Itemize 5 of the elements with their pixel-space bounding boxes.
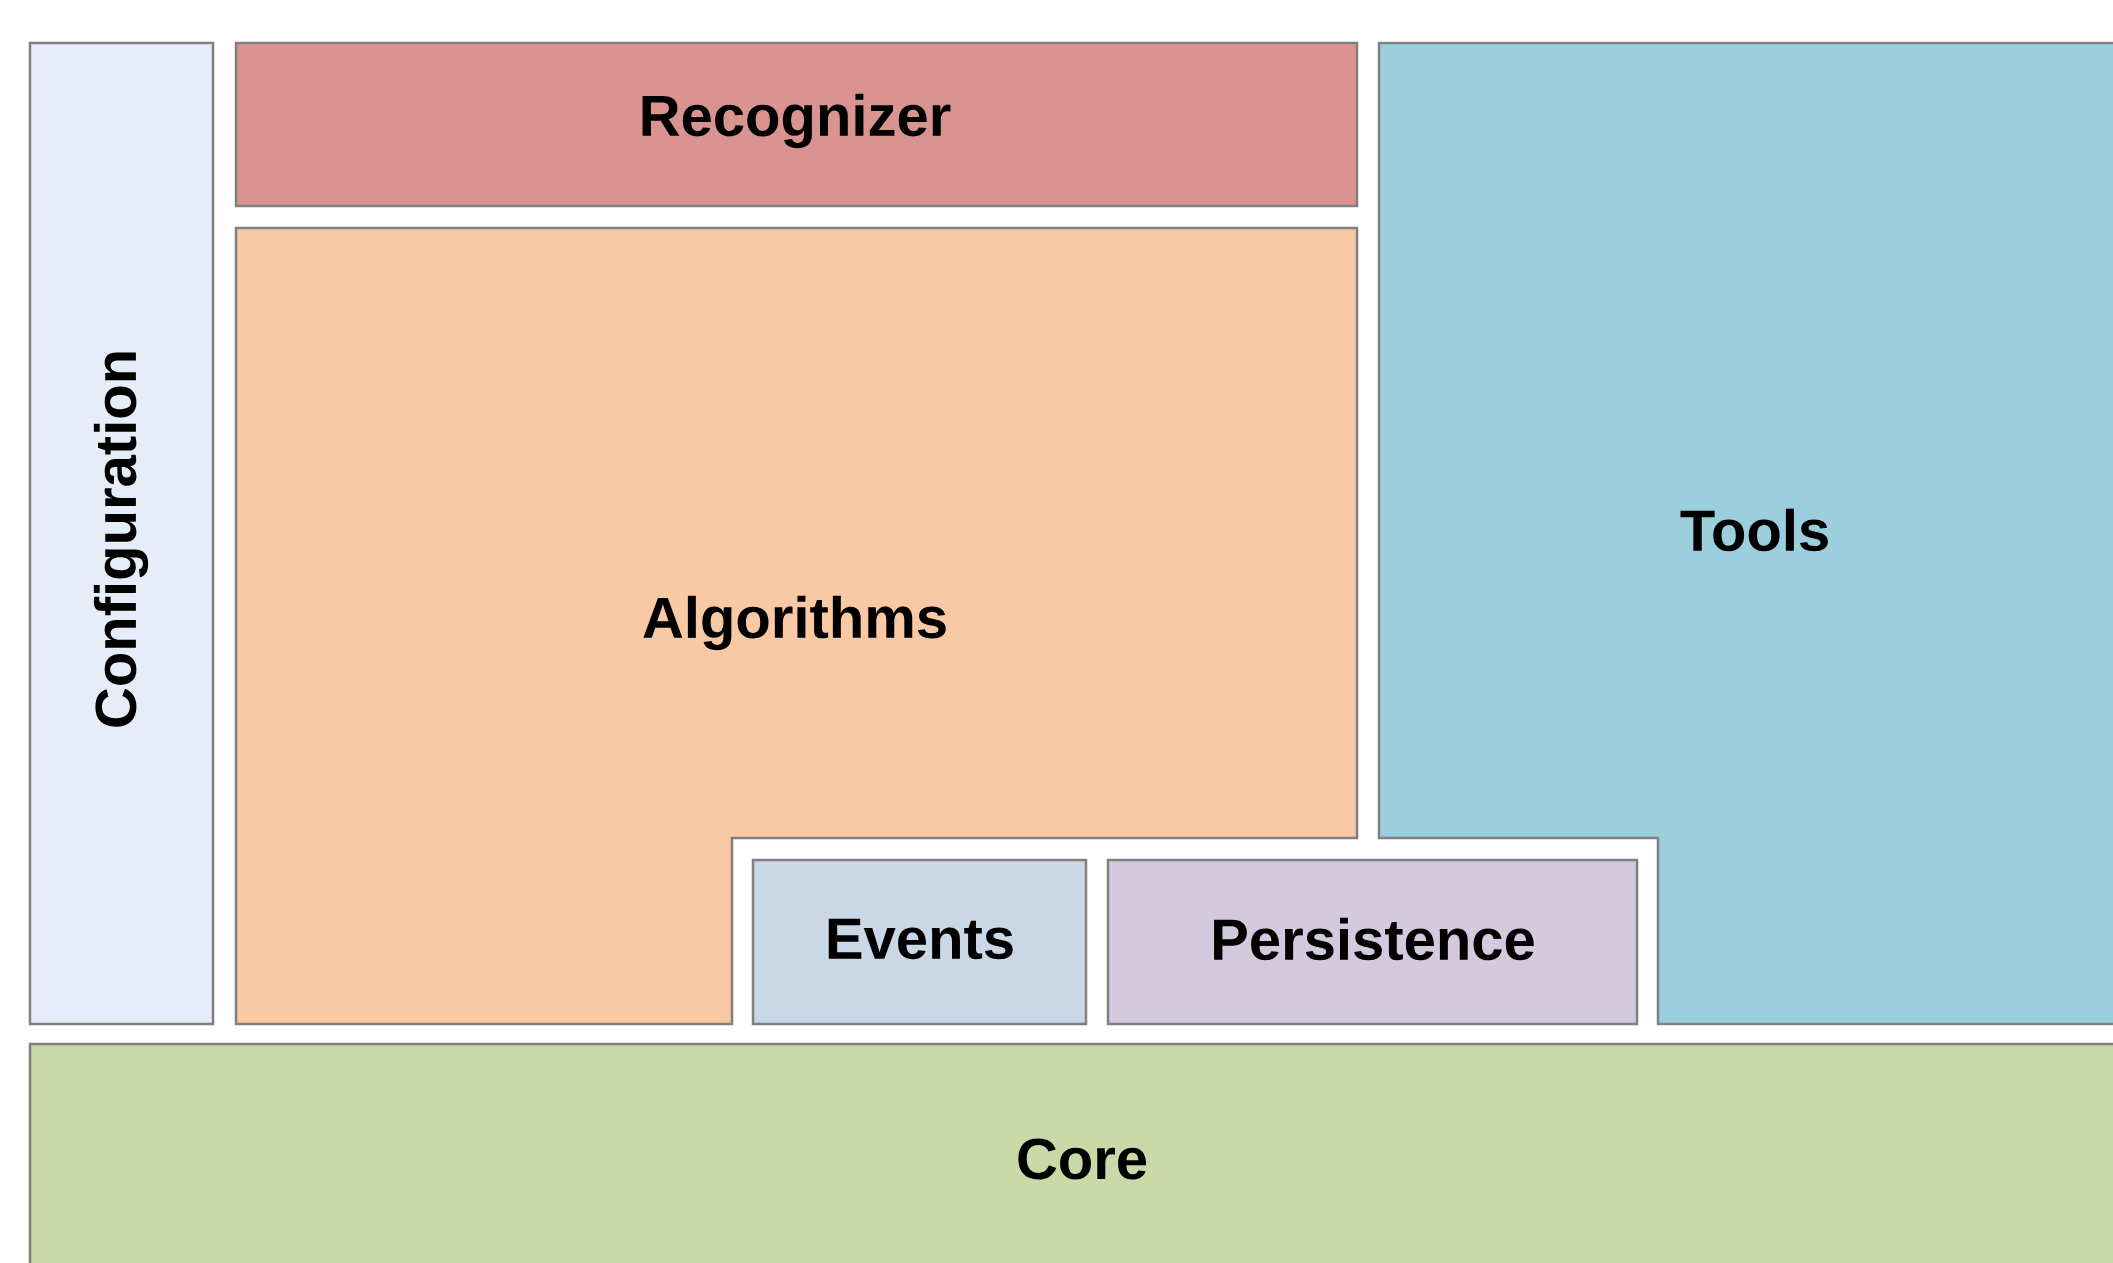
block: Events (751, 858, 1088, 1026)
block: Recognizer (234, 41, 1359, 208)
block: Core (28, 1042, 2113, 1263)
block: Persistence (1106, 858, 1639, 1026)
block: Configuration (28, 41, 215, 1026)
